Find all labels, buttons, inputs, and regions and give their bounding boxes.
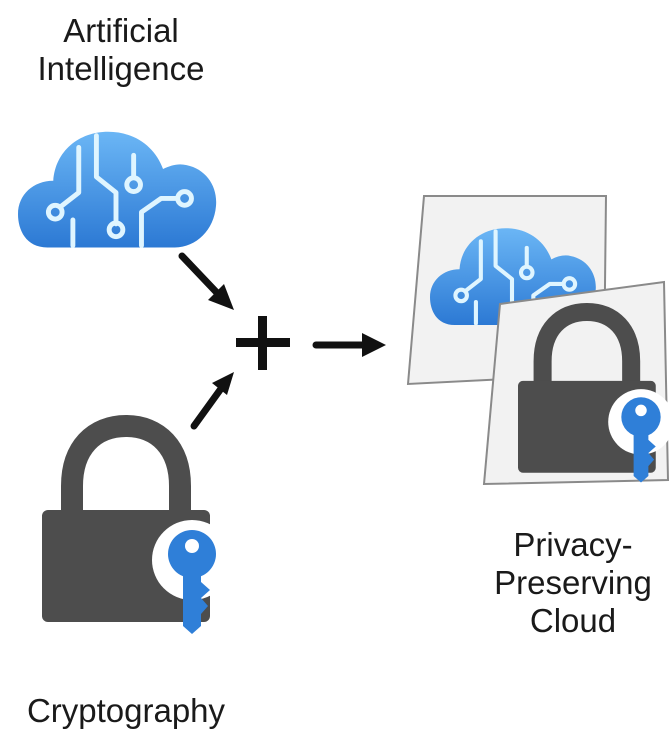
ai-label-line2: Intelligence: [37, 50, 205, 87]
result-card-front: [482, 280, 672, 484]
privacy-cloud-label-line2: Preserving: [494, 564, 652, 601]
ai-cloud-circuit-icon: [18, 132, 216, 248]
privacy-cloud-label: Privacy- Preserving Cloud: [474, 526, 672, 640]
crypto-label: Cryptography: [26, 692, 226, 729]
ai-label-line1: Artificial: [63, 12, 179, 49]
padlock-key-icon: [42, 426, 232, 634]
plus-icon: [236, 316, 290, 370]
privacy-cloud-label-line1: Privacy-: [513, 526, 633, 563]
arrow-icon-to-result: [312, 333, 386, 357]
privacy-cloud-label-line3: Cloud: [529, 602, 617, 639]
ai-label: Artificial Intelligence: [10, 12, 232, 88]
arrow-icon-from-crypto: [190, 372, 234, 430]
arrow-icon-from-ai: [178, 252, 234, 310]
